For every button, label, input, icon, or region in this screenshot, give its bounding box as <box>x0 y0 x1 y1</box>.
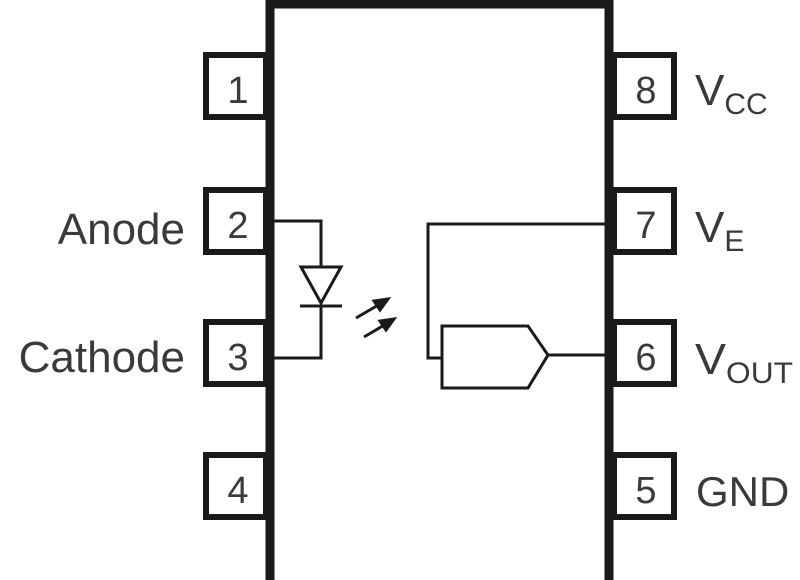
pin-3-number: 3 <box>227 337 248 379</box>
enable-wire <box>426 222 609 360</box>
pin-6-label-main: V <box>695 335 727 384</box>
pin-7: 7 VE <box>611 187 744 258</box>
anode-wire <box>270 219 323 267</box>
pin-6-number: 6 <box>635 337 656 379</box>
pin-7-label-main: V <box>695 203 725 252</box>
pin-7-label: VE <box>695 203 744 258</box>
pin-8-number: 8 <box>635 70 656 112</box>
cathode-wire <box>270 306 323 360</box>
pin-8-label: VCC <box>695 66 768 121</box>
pin-5: 5 GND <box>611 452 789 520</box>
pin-6-label-sub: OUT <box>726 357 793 390</box>
pin-1: 1 <box>203 52 269 120</box>
pin-5-box <box>611 452 677 520</box>
pin-8-box <box>611 52 677 120</box>
output-gate <box>440 324 550 390</box>
pin-5-number: 5 <box>635 470 656 512</box>
led-diode-triangle <box>298 265 344 307</box>
pin-4: 4 <box>203 452 269 520</box>
ic-package-body <box>265 0 614 580</box>
pin-6-box <box>611 319 677 387</box>
pin-6: 6 VOUT <box>611 319 793 390</box>
pin-1-box <box>203 52 269 120</box>
pin-4-number: 4 <box>227 470 248 512</box>
pin-7-box <box>611 187 677 255</box>
pin-4-box <box>203 452 269 520</box>
pin-3-label: Cathode <box>19 333 185 382</box>
pin-7-number: 7 <box>635 205 656 247</box>
pin-8-label-sub: CC <box>724 88 767 121</box>
pin-2-label: Anode <box>58 205 185 254</box>
pin-1-number: 1 <box>227 70 248 112</box>
pin-8: 8 VCC <box>611 52 768 121</box>
pin-7-label-sub: E <box>724 225 744 258</box>
emission-arrow-1-head <box>371 297 392 313</box>
light-emission-arrows <box>355 297 398 339</box>
pin-2: 2 Anode <box>58 187 269 255</box>
pin-8-label-main: V <box>695 66 725 115</box>
pin-2-number: 2 <box>227 205 248 247</box>
pin-3: 3 Cathode <box>19 319 269 387</box>
pin-3-box <box>203 319 269 387</box>
pin-2-box <box>203 187 269 255</box>
emission-arrow-2-head <box>377 317 398 333</box>
pin-6-label: VOUT <box>695 335 793 390</box>
pin-5-label: GND <box>696 468 789 515</box>
